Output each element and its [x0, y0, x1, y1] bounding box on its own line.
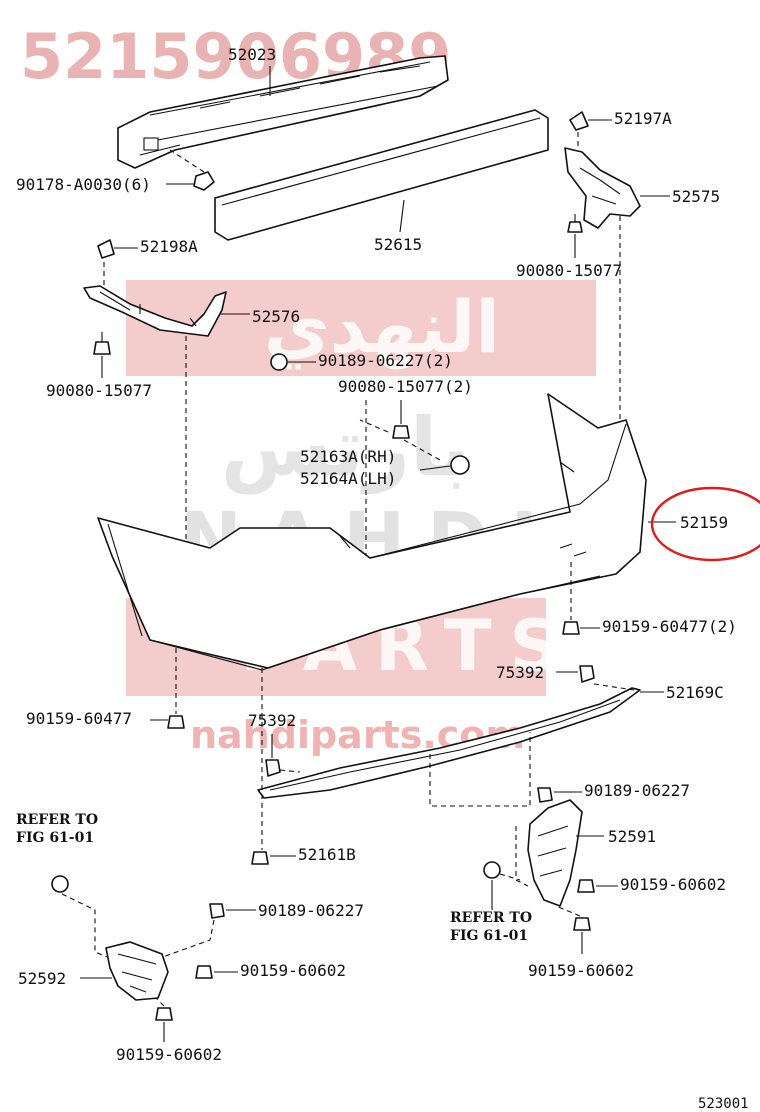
screw-90159-60602-r2-icon: [573, 917, 591, 931]
label-52198A: 52198A: [140, 237, 198, 256]
label-52159: 52159: [680, 513, 728, 532]
screw-90159-60477-2-icon: [562, 621, 580, 635]
label-52164A: 52164A(LH): [300, 469, 396, 488]
clip-52161B-icon: [251, 851, 269, 865]
part-52159-bumper-cover: [97, 393, 647, 671]
screw-90080-lh-icon: [93, 332, 111, 355]
label-52592: 52592: [18, 969, 66, 988]
label-90159-60477: 90159-60477: [26, 709, 132, 728]
label-52197A: 52197A: [614, 109, 672, 128]
clip-90189-rh-icon: [537, 787, 553, 803]
label-90159-60602-r1: 90159-60602: [620, 875, 726, 894]
part-52169C-strip: [257, 687, 641, 799]
label-90080-rh: 90080-15077: [516, 261, 622, 280]
refer-left-line2: FIG 61-01: [16, 830, 94, 846]
part-52575-retainer: [564, 147, 641, 229]
screw-90159-60477-lh-icon: [167, 715, 185, 729]
cap-52163A-icon: [450, 455, 470, 475]
label-90159-60602-l1: 90159-60602: [240, 961, 346, 980]
label-90178: 90178-A0030(6): [16, 175, 151, 194]
screw-90159-60602-l1-icon: [195, 965, 213, 979]
watermark-arabic-1: النهدي: [264, 285, 500, 370]
clip-75392-rh-icon: [579, 665, 595, 683]
label-52023: 52023: [228, 45, 276, 64]
label-52615: 52615: [374, 235, 422, 254]
label-52169C: 52169C: [666, 683, 724, 702]
label-75392-rh: 75392: [496, 663, 544, 682]
label-90159-60477-2: 90159-60477(2): [602, 617, 737, 636]
clip-refer-left-icon: [51, 875, 69, 893]
label-90189-lh: 90189-06227: [258, 901, 364, 920]
label-52163A: 52163A(RH): [300, 447, 396, 466]
screw-90159-60602-r1-icon: [577, 879, 595, 893]
watermark-arabic-2: بارتس: [221, 401, 470, 495]
label-52591: 52591: [608, 827, 656, 846]
highlight-circle: [650, 486, 760, 562]
clip-52197A-icon: [569, 111, 589, 131]
label-52161B: 52161B: [298, 845, 356, 864]
clip-refer-right-icon: [483, 861, 501, 879]
screw-90159-60602-l2-icon: [155, 1007, 173, 1021]
label-90080-lh: 90080-15077: [46, 381, 152, 400]
part-52591-bracket: [527, 799, 583, 907]
clip-52198A-icon: [97, 239, 115, 259]
label-90189-2: 90189-06227(2): [318, 351, 453, 370]
clip-90189-2-icon: [270, 353, 288, 371]
clip-90189-lh-icon: [209, 903, 225, 919]
screw-90080-rh-icon: [567, 214, 583, 233]
figure-number: 523001: [698, 1096, 749, 1112]
label-90189-rh: 90189-06227: [584, 781, 690, 800]
label-52576: 52576: [252, 307, 300, 326]
refer-right-line1: REFER TO: [450, 910, 532, 926]
label-75392-lh: 75392: [248, 711, 296, 730]
part-52615-absorber: [214, 109, 549, 241]
screw-90080-2-icon: [392, 425, 410, 439]
clip-75392-lh-icon: [265, 759, 281, 777]
label-52575: 52575: [672, 187, 720, 206]
refer-left-line1: REFER TO: [16, 812, 98, 828]
refer-right-line2: FIG 61-01: [450, 928, 528, 944]
label-90159-60602-l2: 90159-60602: [116, 1045, 222, 1064]
label-90080-2: 90080-15077(2): [338, 377, 473, 396]
label-90159-60602-r2: 90159-60602: [528, 961, 634, 980]
part-52592-bracket: [105, 941, 169, 1001]
part-52576-retainer: [83, 285, 227, 337]
nut-90178-icon: [193, 171, 215, 191]
part-52023-reinforcement: [117, 55, 449, 169]
